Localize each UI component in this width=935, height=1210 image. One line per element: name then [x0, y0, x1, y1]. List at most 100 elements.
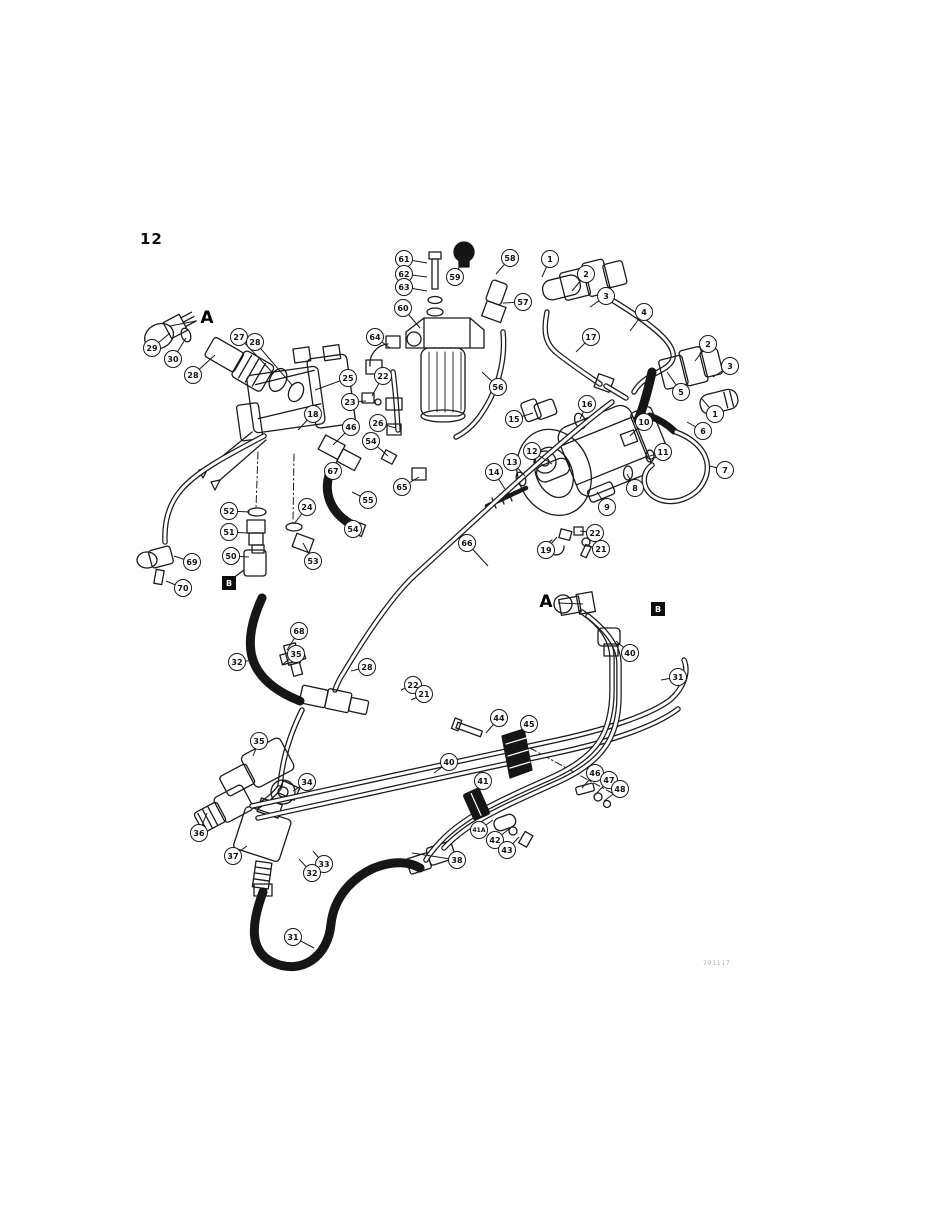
- callout-balloon-26: 26: [369, 414, 387, 432]
- callout-balloon-7: 7: [716, 461, 734, 479]
- callout-balloon-4: 4: [635, 303, 653, 321]
- hex-fitting: [386, 423, 402, 436]
- hose-clamp: [380, 449, 398, 465]
- coupler-sleeve: [204, 337, 275, 392]
- callout-balloon-25: 25: [339, 369, 357, 387]
- hose-junction: [298, 684, 370, 716]
- callout-balloon-22: 22: [586, 524, 604, 542]
- callout-balloon-48: 48: [611, 780, 629, 798]
- callout-balloon-63: 63: [395, 278, 413, 296]
- elbow-grease-fitting: [136, 545, 174, 586]
- o-ring: [287, 381, 305, 403]
- callout-balloon-40: 40: [621, 644, 639, 662]
- callout-balloon-32: 32: [303, 864, 321, 882]
- callout-balloon-19: 19: [537, 541, 555, 559]
- elbow-fitting-left: [144, 311, 197, 350]
- callout-balloon-54: 54: [344, 520, 362, 538]
- callout-balloon-46: 46: [342, 418, 360, 436]
- callout-balloon-8: 8: [626, 479, 644, 497]
- callout-balloon-34: 34: [298, 773, 316, 791]
- callout-balloon-41: 41: [474, 772, 492, 790]
- callout-balloon-53: 53: [304, 552, 322, 570]
- hex-fitting: [253, 883, 273, 897]
- callout-balloon-23: 23: [341, 393, 359, 411]
- callout-balloon-11: 11: [654, 443, 672, 461]
- callout-balloon-51: 51: [220, 523, 238, 541]
- callout-balloon-30: 30: [164, 350, 182, 368]
- port-marker-B: B: [651, 602, 665, 616]
- hex-fitting: [593, 373, 615, 393]
- callout-balloon-56: 56: [489, 378, 507, 396]
- callout-balloon-35: 35: [287, 645, 305, 663]
- port-marker-B: B: [222, 576, 236, 590]
- mid-fittings: [317, 434, 362, 472]
- callout-balloon-22: 22: [374, 367, 392, 385]
- assembly-dash-line: [292, 453, 295, 523]
- callout-balloon-28: 28: [184, 366, 202, 384]
- callout-balloon-55: 55: [359, 491, 377, 509]
- callout-balloon-1: 1: [541, 250, 559, 268]
- bolt: [518, 830, 534, 848]
- clamp-41: [463, 787, 491, 821]
- callout-balloon-37: 37: [224, 847, 242, 865]
- page-number: 12: [140, 230, 163, 248]
- callout-balloon-65: 65: [393, 478, 411, 496]
- callout-balloon-32: 32: [228, 653, 246, 671]
- callout-balloon-31: 31: [284, 928, 302, 946]
- port-marker-A: A: [539, 592, 553, 612]
- callout-balloon-66: 66: [458, 534, 476, 552]
- hose-32: [245, 593, 305, 706]
- callout-balloon-9: 9: [598, 498, 616, 516]
- callout-balloon-3: 3: [597, 287, 615, 305]
- callout-balloon-14: 14: [485, 463, 503, 481]
- bolt-44: [450, 717, 484, 738]
- callout-balloon-5: 5: [672, 383, 690, 401]
- callout-balloon-1: 1: [706, 405, 724, 423]
- callout-balloon-6: 6: [694, 422, 712, 440]
- callout-balloon-69: 69: [183, 553, 201, 571]
- elbow-fitting-b: [597, 627, 621, 657]
- control-valve: [198, 344, 382, 491]
- document-code: 791117: [703, 960, 731, 967]
- callout-balloon-21: 21: [592, 540, 610, 558]
- callout-balloon-13: 13: [503, 453, 521, 471]
- assembly-dash-line: [255, 451, 259, 509]
- callout-balloon-57: 57: [514, 293, 532, 311]
- callout-balloon-16: 16: [578, 395, 596, 413]
- callout-balloon-70: 70: [174, 579, 192, 597]
- callout-balloon-31: 31: [669, 668, 687, 686]
- callout-balloon-52: 52: [220, 502, 238, 520]
- hose-31: [249, 858, 425, 972]
- o-ring: [622, 465, 634, 481]
- male-coupler: [193, 784, 254, 833]
- callout-balloon-59: 59: [446, 268, 464, 286]
- washer: [508, 826, 518, 836]
- hex-fitting: [619, 429, 639, 447]
- callout-balloon-28: 28: [246, 333, 264, 351]
- callout-balloon-44: 44: [490, 709, 508, 727]
- callout-balloon-24: 24: [298, 498, 316, 516]
- oil-filter: [405, 241, 508, 423]
- callout-balloon-40: 40: [440, 753, 458, 771]
- callout-balloon-67: 67: [324, 462, 342, 480]
- callout-balloon-12: 12: [523, 442, 541, 460]
- port-marker-A: A: [200, 308, 214, 328]
- callout-balloon-18: 18: [304, 405, 322, 423]
- elbow-fitting: [411, 467, 427, 481]
- callout-balloon-10: 10: [635, 413, 653, 431]
- callout-balloon-68: 68: [290, 622, 308, 640]
- callout-balloon-2: 2: [577, 265, 595, 283]
- callout-balloon-21: 21: [415, 685, 433, 703]
- callout-balloon-3: 3: [721, 357, 739, 375]
- hose-6: [646, 412, 678, 435]
- callout-balloon-45: 45: [520, 715, 538, 733]
- elbow-fitting-pump: [520, 398, 558, 423]
- callout-balloon-58: 58: [501, 249, 519, 267]
- callout-balloon-35: 35: [250, 732, 268, 750]
- callout-balloon-54: 54: [362, 432, 380, 450]
- hex-fitting: [385, 397, 403, 411]
- callout-balloon-43: 43: [498, 841, 516, 859]
